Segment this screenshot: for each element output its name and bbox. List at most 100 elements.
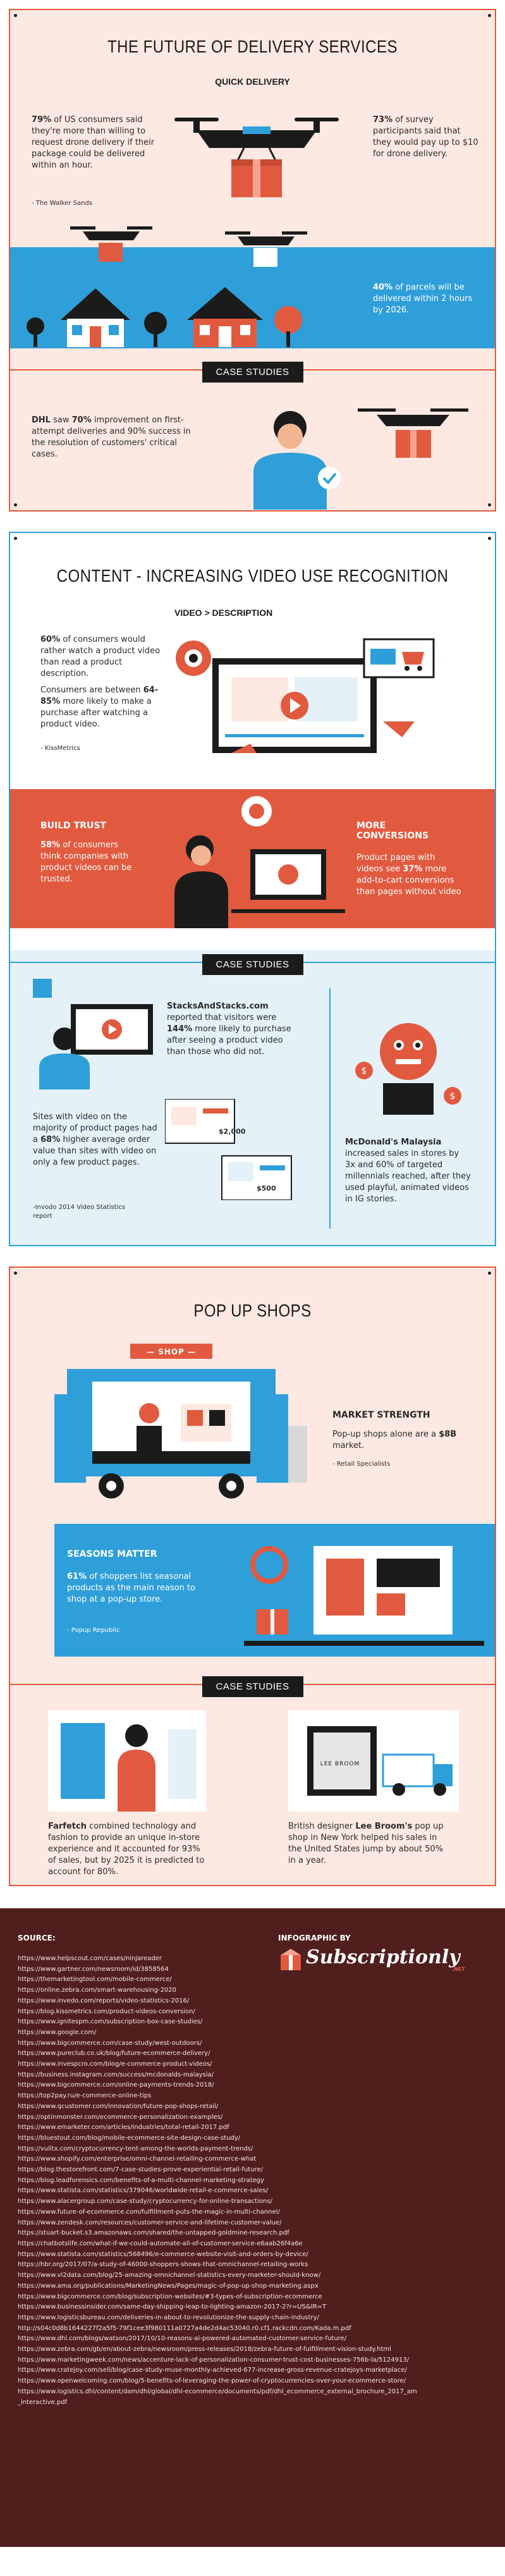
source-link[interactable]: https://www.statista.com/statistics/3790… xyxy=(18,2187,269,2195)
corner-dot xyxy=(14,14,17,17)
stacks-illustration xyxy=(33,979,153,1089)
popup-republic-source: - Popup Republic xyxy=(67,1627,120,1634)
stat-79: 79% of US consumers said they're more th… xyxy=(32,115,155,170)
source-link[interactable]: https://www.emarketer.com/articles/indus… xyxy=(18,2124,229,2131)
seasonal-illustration xyxy=(244,1546,484,1646)
corner-dot xyxy=(488,503,491,506)
source-label: SOURCE: xyxy=(18,1934,56,1942)
source-link[interactable]: https://www.cratejoy.com/sell/blog/case-… xyxy=(18,2367,407,2374)
infographic: THE FUTURE OF DELIVERY SERVICES QUICK DE… xyxy=(0,9,505,2547)
shop-sign: — SHOP — xyxy=(146,1347,197,1356)
source-link[interactable]: https://www.marketingweek.com/news/accen… xyxy=(18,2356,410,2364)
sources-section: SOURCE: INFOGRAPHIC BY Subscriptionly .N… xyxy=(0,1908,505,2547)
kissmetrics-source: - KissMetrics xyxy=(40,745,80,752)
check-icon xyxy=(322,472,337,484)
source-link[interactable]: https://www.openwelcoming.com/blog/5-ben… xyxy=(18,2377,406,2385)
stat-64-85: Consumers are between 64-85% more likely… xyxy=(40,685,159,729)
source-link[interactable]: https://blog.leadforensics.com/benefits-… xyxy=(18,2176,264,2184)
truck-icon xyxy=(382,1753,453,1796)
video-title: CONTENT - INCREASING VIDEO USE RECOGNITI… xyxy=(56,566,449,586)
box-logo-icon xyxy=(281,1949,301,1970)
build-trust-title: BUILD TRUST xyxy=(40,821,106,831)
source-link[interactable]: https://online.zebra.com/smart-warehousi… xyxy=(18,1987,177,1994)
source-link[interactable]: https://www.zebra.com/gb/en/about-zebra/… xyxy=(18,2346,391,2353)
stat-8b: Pop-up shops alone are a $8B market. xyxy=(332,1430,457,1451)
source-link[interactable]: https://www.statista.com/statistics/5684… xyxy=(18,2250,308,2258)
source-link[interactable]: https://www.ignitespm.com/subscription-b… xyxy=(18,2018,203,2026)
corner-dot xyxy=(14,503,17,506)
video-heading: VIDEO > DESCRIPTION xyxy=(174,608,273,618)
price-500: $500 xyxy=(257,1184,276,1193)
source-link[interactable]: https://www.vl2data.com/blog/25-amazing-… xyxy=(18,2272,321,2279)
farfetch-illustration xyxy=(48,1710,206,1812)
stat-37: Product pages with videos see 37% more a… xyxy=(356,853,461,897)
source-link[interactable]: https://www.qcustomer.com/innovation/fut… xyxy=(18,2102,219,2110)
more-conversions-title: MORE CONVERSIONS xyxy=(356,821,429,841)
source-link[interactable]: https://www.logisticsbureau.com/deliveri… xyxy=(18,2314,319,2321)
source-list: https://www.helpscout.com/cases/ninjarea… xyxy=(18,1954,492,2408)
source-link[interactable]: https://chatbotslife.com/what-if-we-coul… xyxy=(18,2240,303,2247)
source-link[interactable]: https://www.invedo.com/reports/video-sta… xyxy=(18,1997,190,2004)
price-screens-illustration xyxy=(165,1099,292,1200)
dollar-icon xyxy=(355,1062,373,1079)
case-studies-banner: CASE STUDIES xyxy=(202,1676,303,1697)
source-link[interactable]: https://www.dhl.com/blogs/watson/2017/10… xyxy=(18,2335,347,2343)
corner-dot xyxy=(488,1272,491,1275)
drone-icon xyxy=(174,118,339,197)
seasons-matter-title: SEASONS MATTER xyxy=(67,1549,157,1559)
source-link[interactable]: https://www.bigcommerce.com/case-study/w… xyxy=(18,2039,202,2047)
quick-delivery-heading: QUICK DELIVERY xyxy=(215,77,290,87)
video-player-icon xyxy=(176,638,435,753)
stacks-case: StacksAndStacks.com reported that visito… xyxy=(167,1002,291,1057)
source-link[interactable]: https://www.businessinsider.com/same-day… xyxy=(18,2303,327,2311)
invodo-source: -Invodo 2014 Video Statistics report xyxy=(33,1204,126,1220)
source-link[interactable]: https://www.zendesk.com/resources/custom… xyxy=(18,2219,282,2226)
source-link[interactable]: https://stuart-bucket.s3.amazonaws.com/s… xyxy=(18,2229,289,2237)
walker-sands-source: - The Walker Sands xyxy=(32,200,92,207)
source-link[interactable]: https://www.helpscout.com/cases/ninjarea… xyxy=(18,1955,162,1962)
corner-dot xyxy=(488,537,491,540)
popup-title: POP UP SHOPS xyxy=(193,1301,312,1320)
source-link[interactable]: https://top2pay.ru/e-commerce-online-tip… xyxy=(18,2092,152,2100)
source-link[interactable]: https://hbr.org/2017/07/a-study-of-46000… xyxy=(18,2261,308,2269)
source-link[interactable]: https://optinmonster.com/ecommerce-perso… xyxy=(18,2113,223,2121)
brand-suffix: .NET xyxy=(452,1966,465,1972)
source-link[interactable]: https://themarketingtool.com/mobile-comm… xyxy=(18,1976,172,1984)
source-link[interactable]: https://business.instagram.com/success/m… xyxy=(18,2071,214,2078)
mcdonalds-illustration: $ $ xyxy=(355,1023,461,1115)
source-link[interactable]: https://blog.thestorefront.com/7-case-st… xyxy=(18,2166,263,2174)
source-link[interactable]: https://www.ama.org/publications/Marketi… xyxy=(18,2282,319,2290)
dhl-case: DHL saw 70% improvement on first-attempt… xyxy=(32,415,191,459)
source-link[interactable]: https://www.alacergroup.com/case-study/c… xyxy=(18,2198,272,2205)
dhl-illustration xyxy=(253,408,468,510)
source-link[interactable]: https://www.future-of-ecommerce.com/fulf… xyxy=(18,2208,280,2216)
source-link[interactable]: https://www.invespcro.com/blog/e-commerc… xyxy=(18,2061,212,2068)
source-link[interactable]: _interactive.pdf xyxy=(18,2398,68,2406)
source-link[interactable]: https://www.logistics.dhl/content/dam/dh… xyxy=(18,2388,417,2395)
delivery-panel: THE FUTURE OF DELIVERY SERVICES QUICK DE… xyxy=(9,9,496,512)
brand-name: Subscriptionly xyxy=(306,1946,460,1968)
source-link[interactable]: https://bluestout.com/blog/mobile-ecomme… xyxy=(18,2134,241,2142)
vertical-divider xyxy=(329,988,331,1229)
source-link[interactable]: https://blog.kissmetrics.com/product-vid… xyxy=(18,2008,195,2015)
corner-dot xyxy=(14,1272,17,1275)
tree-icon xyxy=(144,312,167,347)
source-link[interactable]: https://www.bigcommerce.com/online-payme… xyxy=(18,2082,214,2089)
source-link[interactable]: https://www.google.com/ xyxy=(18,2028,97,2036)
small-drone-icon xyxy=(70,226,152,262)
stat-73: 73% of survey participants said that the… xyxy=(373,115,478,159)
source-link[interactable]: https://www.shopify.com/enterprise/omni-… xyxy=(18,2156,257,2163)
lee-broom-case: British designer Lee Broom's pop up shop… xyxy=(288,1822,444,1865)
popup-panel: POP UP SHOPS — SHOP — MARKET STRENGTH Po… xyxy=(9,1267,496,1886)
corner-dot xyxy=(14,537,17,540)
source-link[interactable]: https://www.bigcommerce.com/blog/subscri… xyxy=(18,2293,322,2300)
source-link[interactable]: https://www.gartner.com/newsroom/id/3858… xyxy=(18,1965,169,1973)
market-strength-title: MARKET STRENGTH xyxy=(332,1410,430,1420)
source-link[interactable]: http://s04c0d8b1644227f2a5f5-79f1cee3f98… xyxy=(18,2324,351,2332)
source-link[interactable]: https://vulitx.com/cryptocurrency-tent-a… xyxy=(18,2145,253,2152)
mcdonalds-case: McDonald's Malaysia increased sales in s… xyxy=(345,1138,471,1204)
page-title: THE FUTURE OF DELIVERY SERVICES xyxy=(107,37,398,56)
video-panel: CONTENT - INCREASING VIDEO USE RECOGNITI… xyxy=(9,532,496,1246)
source-link[interactable]: https://www.pureclub.co.uk/blog/future-e… xyxy=(18,2050,210,2058)
stat-58: 58% of consumers think companies with pr… xyxy=(40,840,132,884)
